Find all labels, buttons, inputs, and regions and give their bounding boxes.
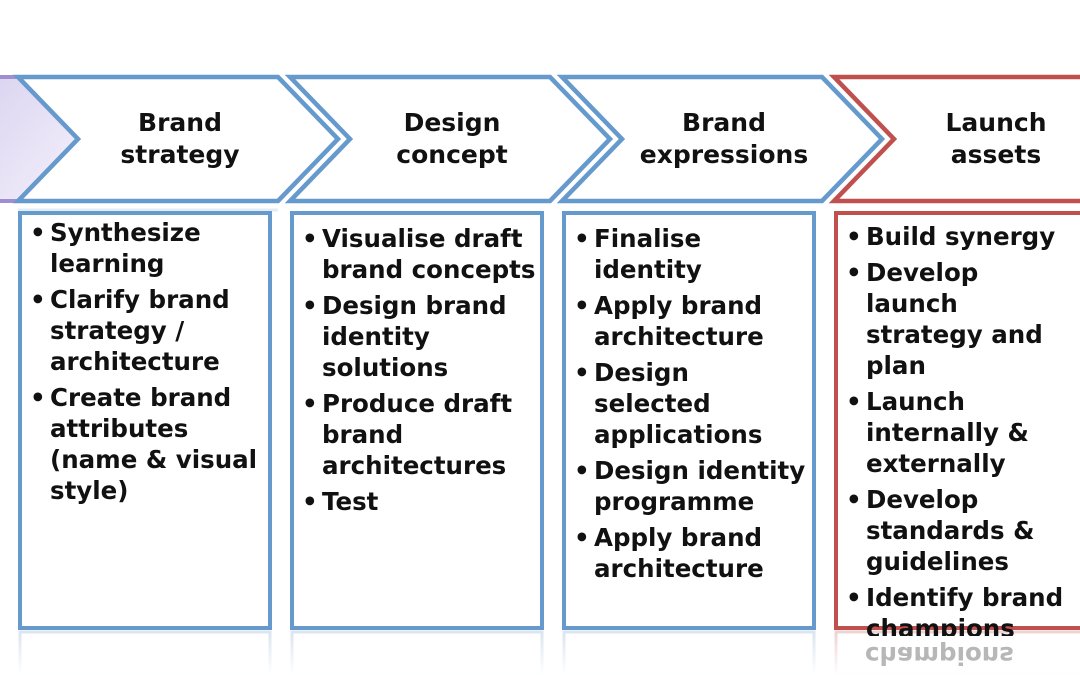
bullet-list: Build synergy Develop launch strategy an… (836, 221, 1080, 636)
panel-list-launch-assets: Build synergy Develop launch strategy an… (836, 213, 1080, 636)
stage-title-line: expressions (639, 140, 809, 169)
list-item: Build synergy (846, 221, 1072, 252)
list-item: Develop launch strategy and plan (846, 257, 1072, 381)
list-item: Visualise draft brand concepts (302, 223, 536, 285)
list-item: Identify brand champions (846, 582, 1072, 636)
list-item: Apply brand architecture (574, 522, 808, 584)
reflection-text: champions (865, 640, 1065, 675)
reflection-label: champions (865, 641, 1014, 670)
stage-title-line: strategy (120, 140, 240, 169)
list-item: Design brand identity solutions (302, 290, 536, 383)
list-item: Synthesize learning (30, 217, 264, 279)
stage-title-line: Brand (138, 108, 222, 137)
stage-title-design-concept: Design concept (352, 106, 552, 172)
chevron-design-concept (284, 74, 614, 204)
stage-title-brand-expressions: Brand expressions (624, 106, 824, 172)
stage-title-line: Brand (682, 108, 766, 137)
list-item: Finalise identity (574, 223, 808, 285)
stage-title-line: Launch (945, 108, 1047, 137)
bullet-list: Synthesize learning Clarify brand strate… (20, 217, 272, 506)
list-item: Launch internally & externally (846, 386, 1072, 479)
stage-title-brand-strategy: Brand strategy (80, 106, 280, 172)
stage-title-line: assets (950, 140, 1042, 169)
list-item: Apply brand architecture (574, 290, 808, 352)
panel-list-brand-strategy: Synthesize learning Clarify brand strate… (20, 213, 272, 632)
list-item: Create brand attributes (name & visual s… (30, 382, 264, 506)
list-item: Develop standards & guidelines (846, 484, 1072, 577)
panel-reflection (0, 630, 1080, 675)
panel-list-brand-expressions: Finalise identity Apply brand architectu… (564, 213, 816, 638)
stage-title-line: Design (403, 108, 501, 137)
list-item: Design identity programme (574, 455, 808, 517)
chevron-brand-strategy (12, 74, 342, 204)
stage-title-line: concept (396, 140, 508, 169)
bullet-list: Visualise draft brand concepts Design br… (292, 223, 544, 517)
list-item: Produce draft brand architectures (302, 388, 536, 481)
stage-title-launch-assets: Launch assets (896, 106, 1080, 172)
chevron-launch-assets (828, 74, 1080, 204)
bullet-list: Finalise identity Apply brand architectu… (564, 223, 816, 584)
list-item: Clarify brand strategy / architecture (30, 284, 264, 377)
panel-list-design-concept: Visualise draft brand concepts Design br… (292, 213, 544, 638)
list-item: Test (302, 486, 536, 517)
list-item: Design selected applications (574, 357, 808, 450)
chevron-brand-expressions (556, 74, 886, 204)
